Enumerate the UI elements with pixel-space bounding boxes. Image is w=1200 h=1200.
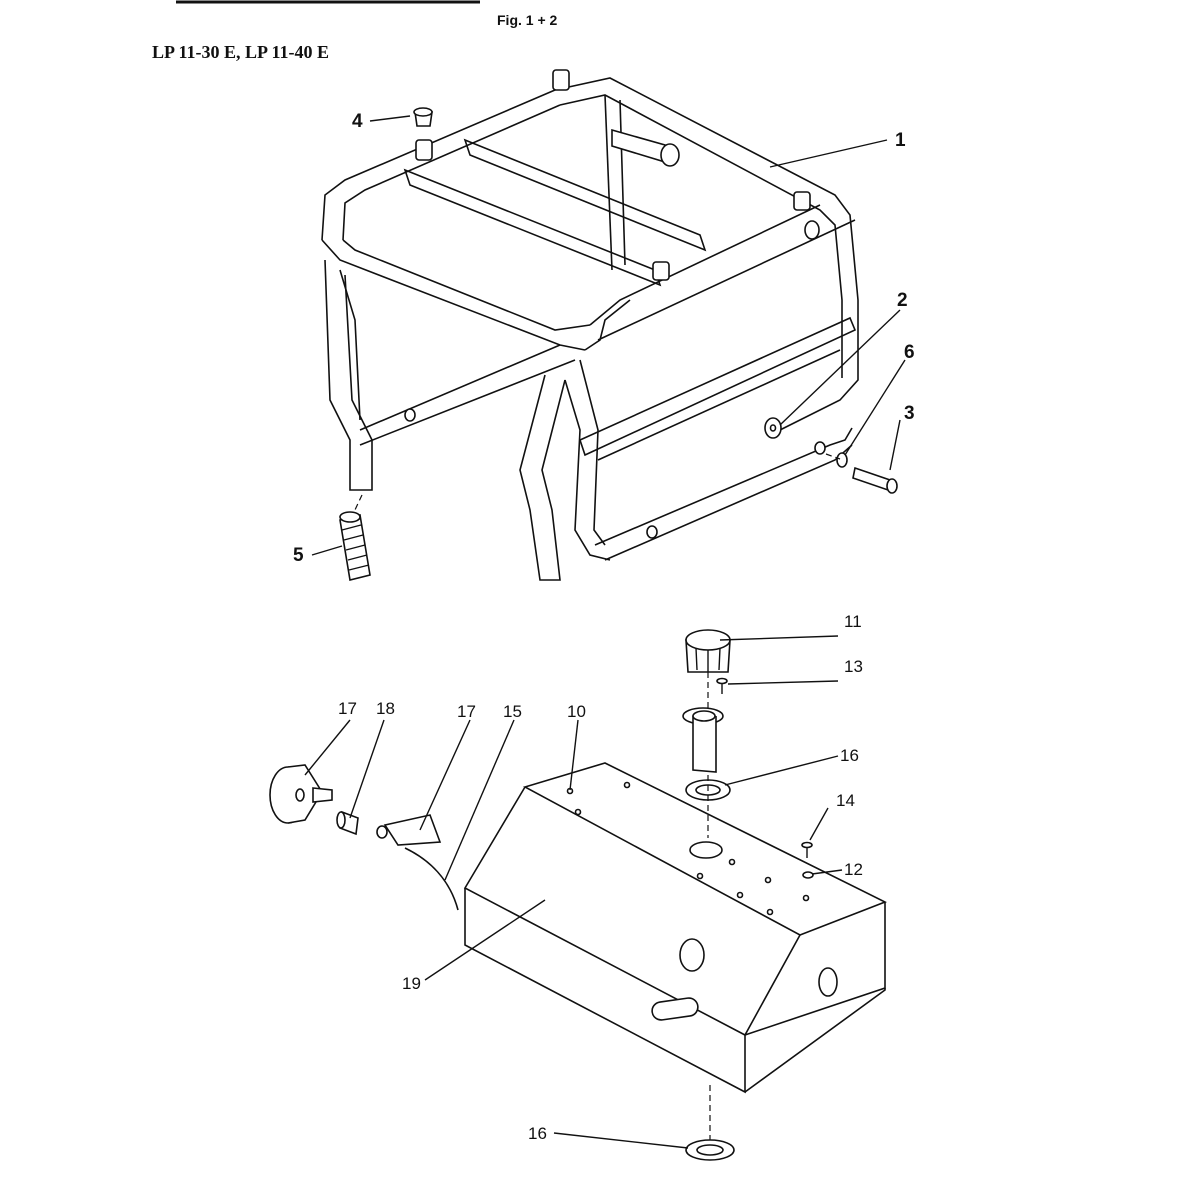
callout-12: 12 — [844, 860, 863, 879]
tube-frame — [321, 69, 859, 581]
bolt-assembly-parts-3-6 — [825, 452, 898, 494]
fuel-gauge-part-17 — [269, 764, 333, 824]
callout-18: 18 — [376, 699, 395, 718]
callout-19: 19 — [402, 974, 421, 993]
filler-cap-part-11 — [685, 629, 731, 673]
rubber-foot-part-5 — [339, 494, 371, 581]
callout-13: 13 — [844, 657, 863, 676]
frame-cap-part-4 — [413, 107, 433, 127]
fitting-part-18 — [336, 810, 359, 836]
callout-2: 2 — [897, 290, 908, 311]
washer-part-12 — [802, 871, 814, 879]
washer-part-2 — [764, 417, 782, 439]
figure-title: Fig. 1 + 2 — [497, 12, 558, 28]
model-title: LP 11-30 E, LP 11-40 E — [152, 42, 330, 62]
leader-lines — [304, 115, 906, 1149]
callout-16-top: 16 — [840, 746, 859, 765]
callout-15: 15 — [503, 702, 522, 721]
callout-14: 14 — [836, 791, 855, 810]
screw-part-13 — [716, 677, 728, 694]
fuel-tank-part-10 — [463, 762, 887, 1094]
callout-4: 4 — [352, 111, 363, 132]
filler-neck — [682, 707, 724, 773]
callout-11: 11 — [844, 612, 862, 631]
fuel-line-part-15 — [404, 847, 459, 911]
callout-17-elbow: 17 — [457, 702, 476, 721]
callout-16-bottom: 16 — [528, 1124, 547, 1143]
screw-part-14 — [801, 841, 813, 858]
callout-3: 3 — [904, 403, 915, 424]
callout-6: 6 — [904, 342, 915, 363]
elbow-part-17 — [376, 814, 442, 846]
callout-5: 5 — [293, 545, 304, 566]
callout-10: 10 — [567, 702, 586, 721]
gasket-part-16-bottom — [685, 1085, 735, 1161]
callout-17-gauge: 17 — [338, 699, 357, 718]
callout-1: 1 — [895, 130, 906, 151]
